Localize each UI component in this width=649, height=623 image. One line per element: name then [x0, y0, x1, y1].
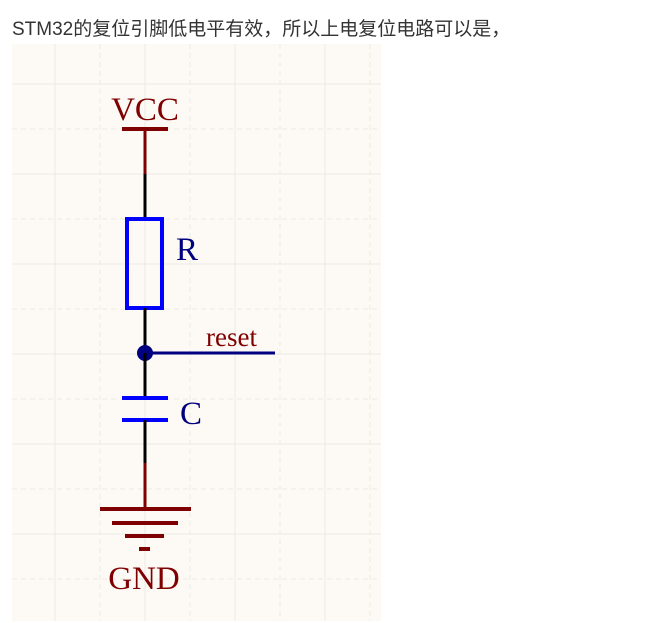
- capacitor-label: C: [180, 396, 202, 432]
- vcc-label: VCC: [111, 92, 179, 128]
- reset-net: reset: [137, 322, 275, 361]
- schematic-background: [12, 44, 381, 621]
- gnd-label: GND: [108, 561, 180, 597]
- schematic-diagram: VCC R reset C: [12, 44, 381, 621]
- resistor-label: R: [176, 232, 198, 268]
- vcc-power-port: VCC: [111, 92, 179, 174]
- intro-text: STM32的复位引脚低电平有效，所以上电复位电路可以是，: [12, 19, 511, 40]
- gnd-power-port: GND: [100, 463, 191, 597]
- reset-net-label: reset: [206, 322, 257, 352]
